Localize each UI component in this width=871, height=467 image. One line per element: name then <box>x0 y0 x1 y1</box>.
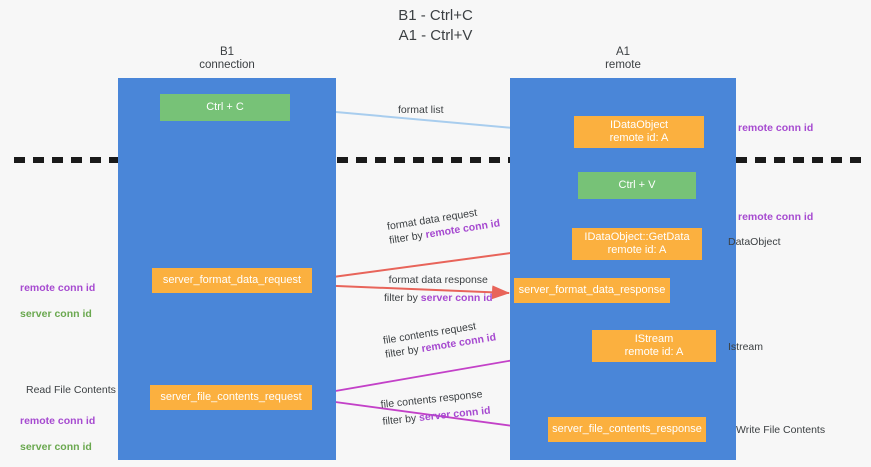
edge-label-text: format list <box>398 104 444 116</box>
annotation-left-conn-ids-bottom: remote conn id server conn id <box>20 402 95 454</box>
annotation-write-file-contents: Write File Contents <box>736 424 826 436</box>
arrow-format-data-response <box>312 284 510 300</box>
edge-filter-prefix: filter by <box>384 292 421 304</box>
edge-filter-prefix: filter by <box>381 412 420 428</box>
annotation-left-conn-ids-mid: remote conn id server conn id <box>20 269 95 321</box>
node-server-file-contents-response[interactable]: server_file_contents_response <box>548 417 706 442</box>
lane-header-a1: A1 remote <box>605 46 641 71</box>
edge-label-filter: filter by server conn id <box>384 291 493 305</box>
annotation-server-conn-id: server conn id <box>20 308 92 320</box>
annotation-read-file-contents: Read File Contents <box>26 384 116 396</box>
page-title: B1 - Ctrl+C A1 - Ctrl+V <box>398 7 473 44</box>
arrow-file-contents-response <box>312 398 544 435</box>
edge-label-text: format data response <box>388 274 488 286</box>
lane-header-b1: B1 connection <box>199 46 255 71</box>
node-server-file-contents-request[interactable]: server_file_contents_request <box>150 385 312 410</box>
annotation-remote-conn-id-mid: remote conn id <box>738 211 814 223</box>
annotation-server-conn-id: server conn id <box>20 441 92 453</box>
annotation-remote-conn-id: remote conn id <box>20 415 96 427</box>
annotation-remote-conn-id: remote conn id <box>20 282 96 294</box>
node-idataobject-getdata[interactable]: IDataObject::GetData remote id: A <box>572 228 702 260</box>
edge-label-format-list: format list <box>398 103 444 117</box>
node-ctrl-v[interactable]: Ctrl + V <box>578 172 696 199</box>
node-ctrl-c[interactable]: Ctrl + C <box>160 94 290 121</box>
annotation-dataobject: DataObject <box>728 236 781 248</box>
edge-filter-key: server conn id <box>420 292 493 304</box>
edge-label-format-data-response: format data response filter by server co… <box>384 273 493 305</box>
annotation-remote-conn-id-top: remote conn id <box>738 122 814 134</box>
annotation-istream: Istream <box>728 341 764 353</box>
node-istream[interactable]: IStream remote id: A <box>592 330 716 362</box>
node-idataobject[interactable]: IDataObject remote id: A <box>574 116 704 148</box>
node-server-format-data-request[interactable]: server_format_data_request <box>152 268 312 293</box>
node-server-format-data-response[interactable]: server_format_data_response <box>514 278 670 303</box>
